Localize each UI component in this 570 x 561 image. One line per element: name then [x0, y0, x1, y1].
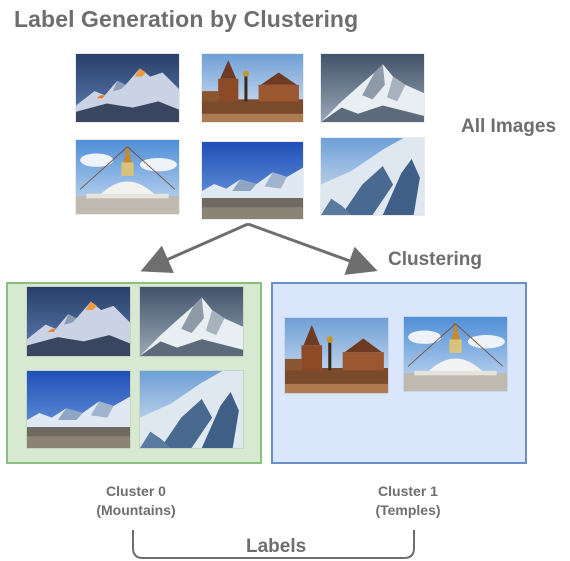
- image-everest-sunset: [76, 54, 179, 122]
- cluster-1-image-temple-pagoda: [285, 318, 388, 393]
- diagram-title: Label Generation by Clustering: [14, 6, 359, 32]
- image-stupa: [76, 140, 179, 214]
- labels-label: Labels: [246, 536, 307, 557]
- all-images-label: All Images: [461, 116, 557, 137]
- cluster-1-caption: Cluster 1 (Temples): [328, 482, 488, 520]
- arrow-to-cluster-1: [247, 222, 378, 275]
- image-snow-slope: [321, 138, 424, 215]
- image-snow-peak: [321, 54, 424, 122]
- image-temple-pagoda: [202, 54, 303, 122]
- cluster-1-image-stupa: [404, 317, 507, 391]
- image-blue-ridge: [202, 142, 303, 219]
- cluster-0-image-everest-sunset: [27, 287, 130, 356]
- cluster-0-image-snow-slope: [140, 371, 243, 448]
- arrow-to-cluster-0: [140, 222, 249, 274]
- clustering-label: Clustering: [388, 249, 482, 270]
- cluster-1-desc: (Temples): [375, 502, 441, 518]
- cluster-0-desc: (Mountains): [96, 502, 176, 518]
- cluster-0-caption: Cluster 0 (Mountains): [56, 482, 216, 520]
- cluster-0-image-snow-peak: [140, 287, 243, 356]
- cluster-0-name: Cluster 0: [106, 483, 166, 499]
- cluster-0-image-blue-ridge: [27, 371, 130, 448]
- cluster-1-name: Cluster 1: [378, 483, 438, 499]
